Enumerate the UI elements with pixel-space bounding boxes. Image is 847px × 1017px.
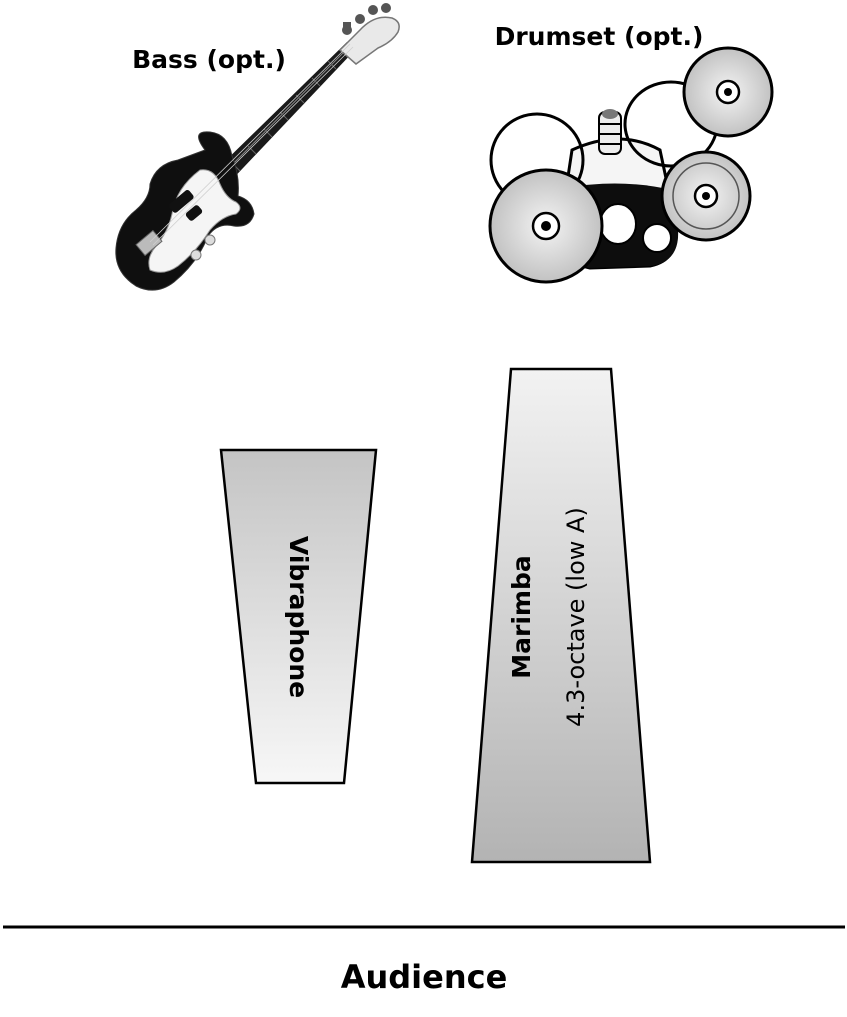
marimba-shape: [470, 367, 652, 864]
bass-label: Bass (opt.): [132, 45, 286, 74]
cymbal-mid-right: [660, 150, 752, 242]
marimba-label: Marimba: [507, 555, 536, 678]
bass-headstock: [338, 16, 400, 65]
drumset-label: Drumset (opt.): [495, 22, 704, 51]
vibraphone-label: Vibraphone: [284, 536, 313, 698]
bass-tuning-pegs: [342, 3, 391, 35]
marimba-sublabel: 4.3-octave (low A): [562, 507, 590, 727]
vibraphone-shape: [219, 448, 378, 785]
bass-guitar-icon: [115, 3, 400, 291]
cymbal-large: [488, 168, 604, 284]
bass-pickup: [169, 190, 194, 213]
drumset-icon: [488, 46, 774, 284]
audience-label: Audience: [341, 958, 508, 996]
cymbal-top-right: [682, 46, 774, 138]
